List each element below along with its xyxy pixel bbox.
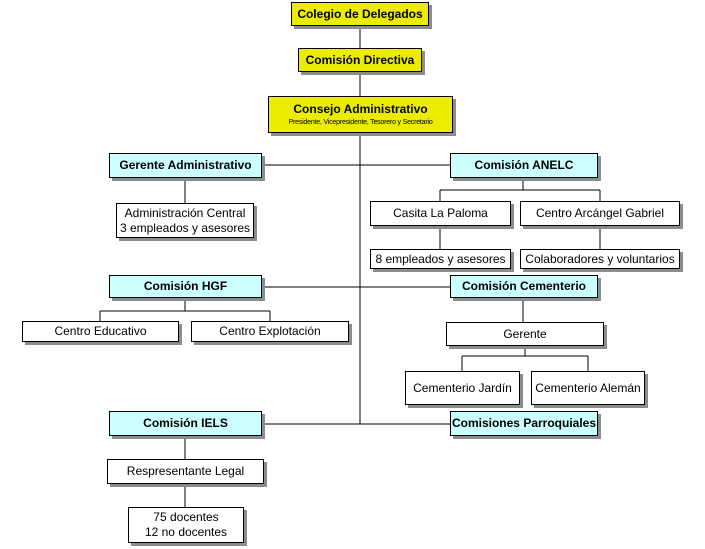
gerente-administrativo-label: Gerente Administrativo bbox=[119, 158, 252, 172]
consejo-administrativo-label: Consejo Administrativo bbox=[293, 101, 428, 116]
representante-legal-box: Respresentante Legal bbox=[107, 459, 264, 484]
cementerio-aleman-box: Cementerio Alemán bbox=[531, 371, 645, 405]
colaboradores-voluntarios-box: Colaboradores y voluntarios bbox=[520, 249, 680, 269]
comisiones-parroquiales-box: Comisiones Parroquiales bbox=[450, 411, 598, 436]
centro-educativo-label: Centro Educativo bbox=[54, 324, 147, 338]
comision-anelc-box: Comisión ANELC bbox=[450, 153, 598, 178]
colegio-delegados-label: Colegio de Delegados bbox=[297, 6, 423, 21]
comision-hgf-box: Comisión HGF bbox=[109, 275, 262, 298]
gerente-label: Gerente bbox=[503, 326, 547, 341]
centro-explotacion-label: Centro Explotación bbox=[219, 324, 321, 338]
comision-iels-label: Comisión IELS bbox=[143, 416, 228, 430]
cementerio-jardin-label: Cementerio Jardín bbox=[413, 380, 512, 395]
comision-directiva-label: Comisión Directiva bbox=[305, 52, 415, 67]
comision-cementerio-box: Comisión Cementerio bbox=[450, 275, 598, 298]
empleados-asesores-label: 8 empleados y asesores bbox=[375, 251, 506, 266]
comision-hgf-label: Comisión HGF bbox=[143, 279, 228, 293]
centro-explotacion-box: Centro Explotación bbox=[191, 321, 349, 342]
empleados-asesores-box: 8 empleados y asesores bbox=[370, 249, 511, 269]
colaboradores-voluntarios-label: Colaboradores y voluntarios bbox=[525, 251, 675, 266]
centro-arcangel-gabriel-label: Centro Arcángel Gabriel bbox=[535, 206, 665, 220]
gerente-administrativo-box: Gerente Administrativo bbox=[109, 153, 262, 178]
administracion-central-label: Administración Central bbox=[124, 205, 246, 220]
comision-cementerio-label: Comisión Cementerio bbox=[461, 279, 587, 293]
consejo-administrativo-box: Consejo Administrativo Presidente, Vicep… bbox=[268, 96, 453, 133]
consejo-administrativo-members: Presidente, Vicepresidente, Tesorero y S… bbox=[288, 118, 433, 126]
comision-directiva-box: Comisión Directiva bbox=[298, 48, 422, 72]
casita-la-paloma-label: Casita La Paloma bbox=[393, 206, 488, 220]
comision-iels-box: Comisión IELS bbox=[109, 411, 262, 436]
representante-legal-label: Respresentante Legal bbox=[126, 464, 245, 478]
cementerio-jardin-box: Cementerio Jardín bbox=[405, 371, 520, 405]
administracion-central-box: Administración Central 3 empleados y ase… bbox=[116, 203, 254, 238]
comisiones-parroquiales-label: Comisiones Parroquiales bbox=[451, 416, 597, 430]
no-docentes-label: 12 no docentes bbox=[144, 525, 228, 539]
gerente-box: Gerente bbox=[446, 322, 604, 346]
docentes-label: 75 docentes bbox=[153, 510, 219, 524]
casita-la-paloma-box: Casita La Paloma bbox=[370, 201, 511, 226]
comision-anelc-label: Comisión ANELC bbox=[474, 158, 574, 172]
cementerio-aleman-label: Cementerio Alemán bbox=[535, 380, 641, 395]
centro-arcangel-gabriel-box: Centro Arcángel Gabriel bbox=[520, 201, 680, 226]
colegio-delegados-box: Colegio de Delegados bbox=[291, 2, 429, 26]
centro-educativo-box: Centro Educativo bbox=[22, 321, 179, 342]
administracion-central-staff: 3 empleados y asesores bbox=[119, 220, 251, 235]
docentes-box: 75 docentes 12 no docentes bbox=[128, 507, 244, 543]
